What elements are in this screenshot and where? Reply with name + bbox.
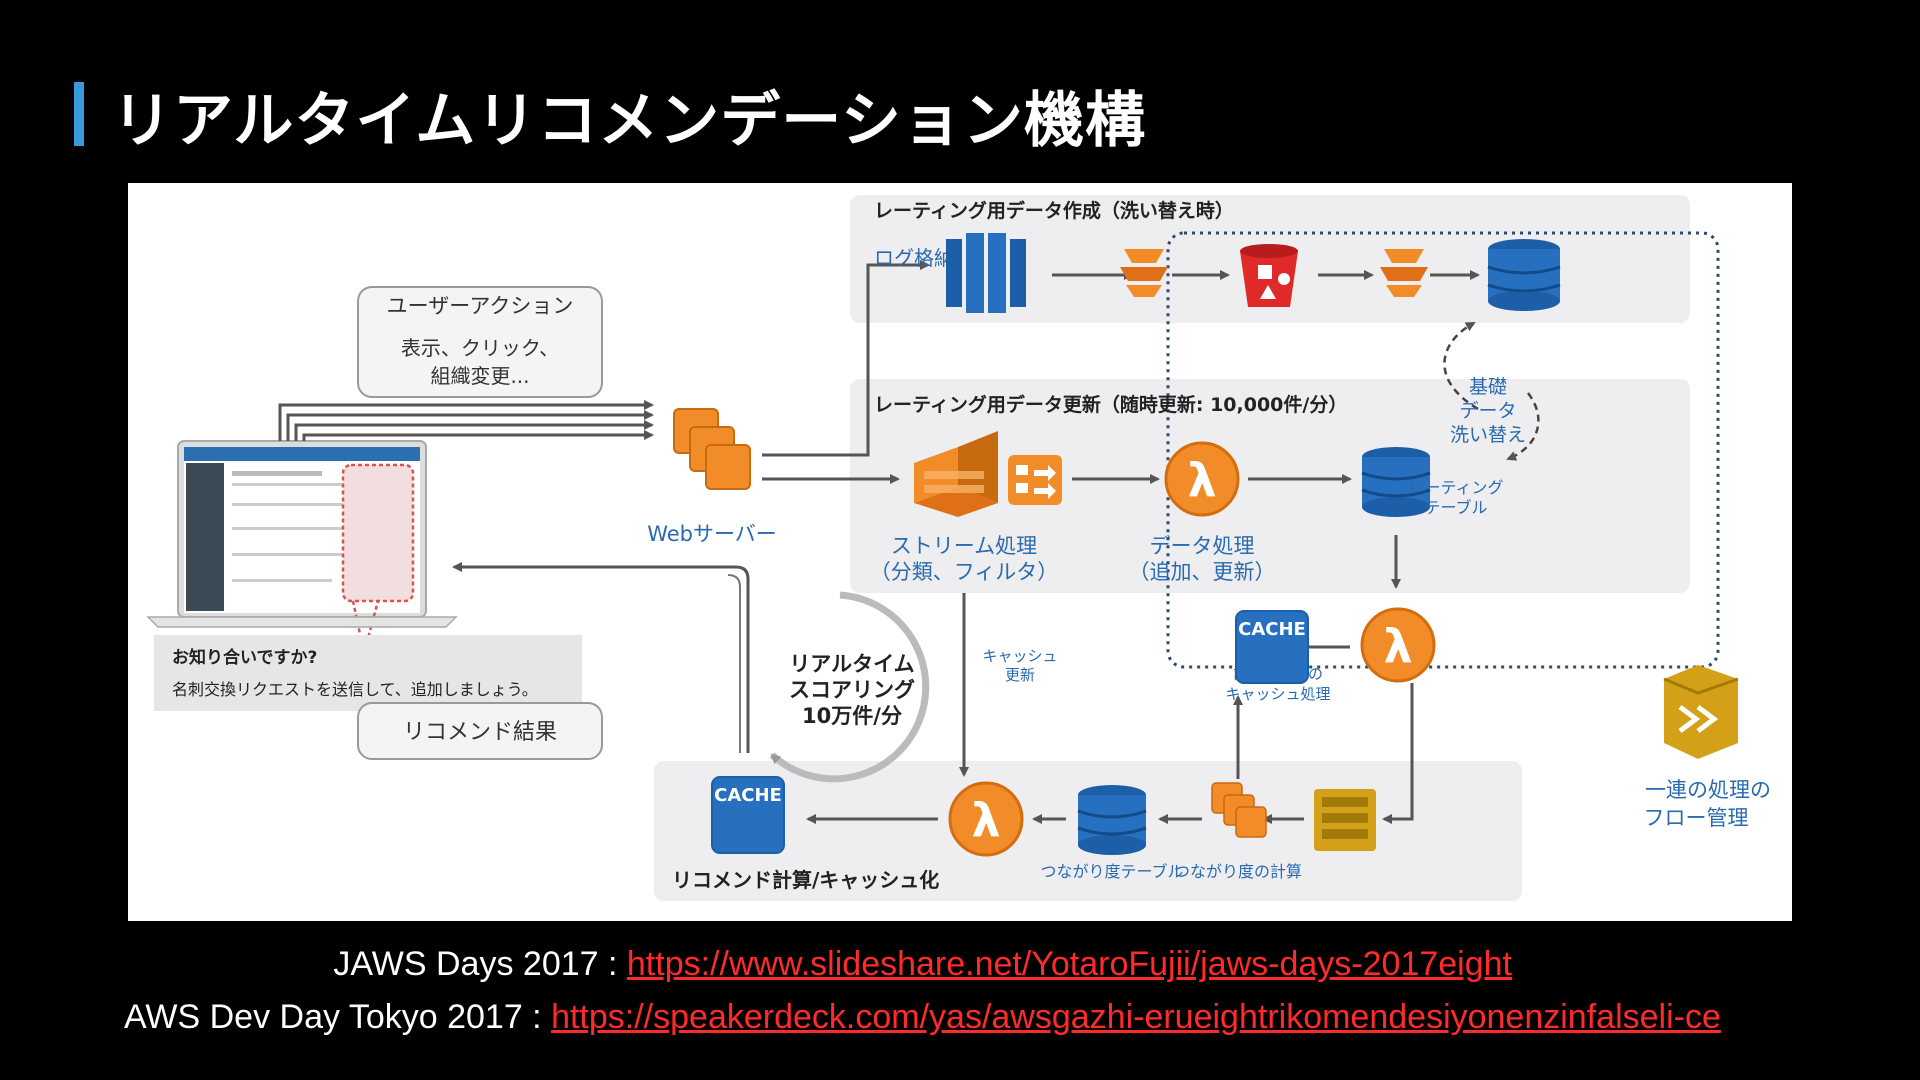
notice-box — [154, 635, 582, 711]
flow-managed-region — [1166, 231, 1720, 669]
rating-table-line2: テーブル — [1424, 498, 1487, 517]
group-recommend-label: リコメンド計算/キャッシュ化 — [672, 868, 939, 892]
source-aws-devday: AWS Dev Day Tokyo 2017 : https://speaker… — [124, 998, 1721, 1037]
notice-line2: 名刺交換リクエストを送信して、追加しましょう。 — [172, 680, 538, 699]
queue-icon — [1314, 789, 1376, 851]
user-action-line1: 表示、クリック、 — [401, 336, 559, 360]
calc-cache-line2: キャッシュ処理 — [1225, 685, 1330, 703]
title-accent-bar — [74, 82, 84, 146]
pipeline-icon-2 — [1380, 249, 1428, 297]
s3-bucket-icon — [1240, 244, 1298, 307]
source-jaws-days: JAWS Days 2017 : https://www.slideshare.… — [333, 945, 1512, 984]
group-rating-create-label: レーティング用データ作成（洗い替え時） — [874, 199, 1234, 222]
group-rating-update — [850, 379, 1690, 593]
dynamodb-icon-connection-table — [1077, 785, 1147, 855]
lambda-icon-recommend: λ — [948, 781, 1024, 857]
pipeline-icon-1 — [1120, 249, 1168, 297]
architecture-diagram: レーティング用データ作成（洗い替え時） レーティング用データ更新（随時更新: 1… — [128, 183, 1792, 921]
connection-calc-icon — [1211, 782, 1267, 838]
source-jaws-label: JAWS Days 2017 : — [333, 945, 627, 983]
notice-line1: お知り合いですか? — [172, 647, 317, 668]
cache-icon-top: CACHE — [1235, 610, 1309, 684]
log-store-icon — [946, 233, 1026, 313]
user-action-line2: 組織変更... — [430, 364, 529, 388]
page-title: リアルタイムリコメンデーション機構 — [112, 86, 1146, 156]
lambda-icon-data-processing: λ — [1164, 441, 1240, 517]
log-store-label: ログ格納 — [874, 246, 954, 270]
data-proc-line2: （追加、更新） — [1129, 560, 1276, 584]
group-rating-update-label: レーティング用データ更新（随時更新: 10,000件/分） — [874, 393, 1347, 416]
recommend-result-label: リコメンド結果 — [403, 720, 557, 745]
rating-table-line1: レーティング — [1408, 478, 1503, 497]
svg-text:CACHE: CACHE — [714, 785, 782, 806]
laptop-screenshot — [146, 440, 458, 654]
base-data-line1: 基礎 — [1469, 376, 1507, 398]
cache-update-line2: 更新 — [1005, 666, 1035, 684]
cache-icon-bottom: CACHE — [711, 776, 785, 854]
realtime-line3: 10万件/分 — [802, 704, 902, 728]
data-proc-line1: データ処理 — [1150, 534, 1255, 558]
stream-processing-icon — [914, 431, 998, 517]
stream-label-line2: （分類、フィルタ） — [870, 560, 1059, 584]
svg-text:λ: λ — [1187, 453, 1216, 507]
lambda-icon-cache-processing: λ — [1360, 607, 1436, 683]
conn-calc-label: つながり度の計算 — [1174, 862, 1302, 881]
step-functions-icon — [1663, 665, 1739, 759]
source-devday-label: AWS Dev Day Tokyo 2017 : — [124, 998, 552, 1036]
conn-table-label: つながり度テーブル — [1040, 862, 1183, 881]
web-server-icon — [673, 408, 751, 490]
svg-text:λ: λ — [971, 793, 1000, 847]
svg-text:λ: λ — [1383, 619, 1412, 673]
svg-text:CACHE: CACHE — [1238, 619, 1306, 640]
user-action-callout — [357, 286, 603, 398]
user-action-title: ユーザーアクション — [387, 294, 574, 318]
base-data-line3: 洗い替え — [1450, 424, 1526, 446]
dynamodb-icon-top — [1487, 239, 1561, 311]
realtime-line2: スコアリング — [789, 678, 915, 702]
source-jaws-link[interactable]: https://www.slideshare.net/YotaroFujii/j… — [626, 945, 1512, 983]
dynamodb-icon-rating-table — [1361, 447, 1431, 517]
base-data-line2: データ — [1459, 400, 1516, 422]
cache-update-line1: キャッシュ — [982, 647, 1057, 665]
flow-label-line1: 一連の処理の — [1645, 778, 1771, 802]
stream-label-line1: ストリーム処理 — [891, 534, 1037, 558]
recommend-result-callout — [357, 702, 603, 760]
web-server-label: Webサーバー — [647, 522, 777, 546]
source-devday-link[interactable]: https://speakerdeck.com/yas/awsgazhi-eru… — [551, 998, 1721, 1036]
realtime-line1: リアルタイム — [789, 652, 914, 676]
flow-label-line2: フロー管理 — [1644, 806, 1749, 830]
filter-icon — [1008, 455, 1062, 505]
